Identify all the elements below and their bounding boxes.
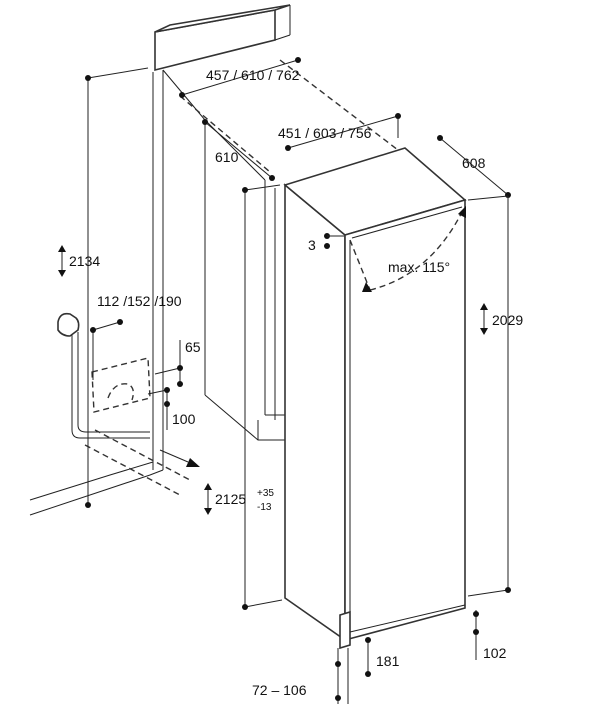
dimension-lines xyxy=(58,57,511,704)
label-niche-depth-options: 457 / 610 / 762 xyxy=(206,67,300,83)
water-pipe xyxy=(71,332,150,439)
label-connection-height-65: 65 xyxy=(185,339,201,355)
niche-outline xyxy=(29,4,399,516)
plinth xyxy=(339,610,351,650)
water-connection-zone xyxy=(91,357,151,413)
label-appliance-height: 2029 xyxy=(492,312,523,328)
label-connection-height-100: 100 xyxy=(172,411,196,427)
label-niche-height: 2134 xyxy=(69,253,100,269)
label-niche-side-depth: 610 xyxy=(215,149,239,165)
label-installation-height-minus: -13 xyxy=(257,502,272,513)
label-appliance-depth-options: 451 / 603 / 756 xyxy=(278,125,372,141)
label-installation-height-plus: +35 xyxy=(257,488,274,499)
label-water-connection-offsets: 112 /152 /190 xyxy=(97,293,182,309)
water-tap-icon xyxy=(57,312,80,337)
door-swing-line xyxy=(349,239,371,291)
height-arrow-2029 xyxy=(480,303,488,335)
appliance-door xyxy=(344,198,466,642)
label-door-gap: 3 xyxy=(308,237,316,253)
height-arrow-2125 xyxy=(204,483,212,515)
label-plinth-depth: 181 xyxy=(376,653,400,669)
appliance-side xyxy=(284,183,346,642)
label-appliance-width: 608 xyxy=(462,155,486,171)
dimension-labels: 457 / 610 / 762 451 / 603 / 756 610 608 … xyxy=(69,67,523,698)
label-plinth-height: 102 xyxy=(483,645,507,661)
label-plinth-range: 72 – 106 xyxy=(252,682,307,698)
label-door-opening-angle: max. 115° xyxy=(388,259,450,275)
refrigerator-appliance xyxy=(283,147,467,650)
label-installation-height: 2125 xyxy=(215,491,246,507)
height-arrow-2134 xyxy=(58,245,66,277)
